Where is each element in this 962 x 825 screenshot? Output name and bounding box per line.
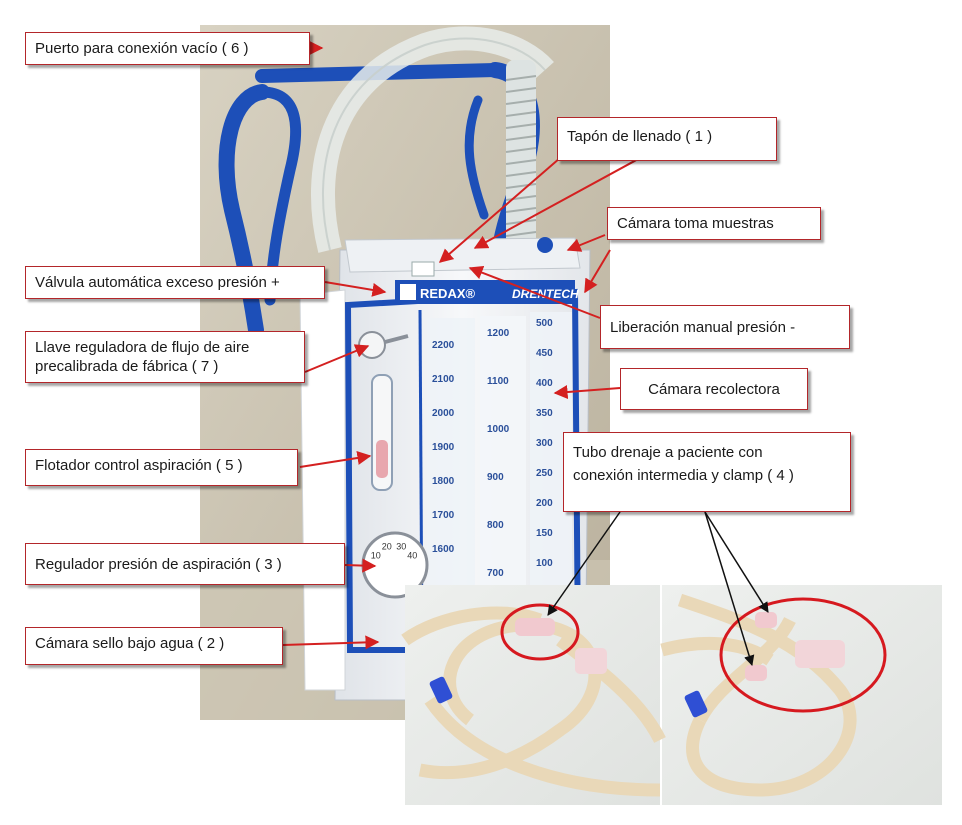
- scale-column-middle: [480, 316, 526, 588]
- label-filling-cap: Tapón de llenado ( 1 ): [557, 117, 777, 161]
- scale-label: 100: [536, 558, 553, 569]
- scale-label: 1800: [432, 476, 455, 487]
- label-manual-release: Liberación manual presión -: [600, 305, 850, 349]
- scale-label: 200: [536, 498, 553, 509]
- intermediate-connection-left: [515, 618, 555, 636]
- black-pointer-arrows: [547, 511, 769, 667]
- sampling-port: [537, 237, 553, 253]
- scale-label: 500: [536, 318, 553, 329]
- label-flow-key: Llave reguladora de flujo de aire precal…: [25, 331, 305, 383]
- pointer-arrows: [282, 41, 641, 650]
- scale-label: 250: [536, 468, 553, 479]
- label-collection-chamber: Cámara recolectora: [620, 368, 808, 410]
- dial-number: 40: [407, 551, 417, 561]
- label-drain-tube-line1: Tubo drenaje a paciente con: [573, 444, 763, 461]
- dial-number: 10: [371, 551, 381, 561]
- clamp-left: [575, 648, 607, 674]
- flow-key-knob: [358, 331, 386, 359]
- scale-label: 1200: [487, 328, 510, 339]
- brand-text: REDAX®: [420, 286, 476, 301]
- label-auto-valve: Válvula automática exceso presión +: [25, 266, 325, 299]
- scale-label: 450: [536, 348, 553, 359]
- drain-tube-right: [677, 593, 857, 797]
- model-text: DRENTECH: [512, 287, 579, 301]
- scale-label: 400: [536, 378, 553, 389]
- clamp-right: [795, 640, 845, 668]
- label-water-seal: Cámara sello bajo agua ( 2 ): [25, 627, 283, 665]
- scale-label: 800: [487, 520, 504, 531]
- scale-label: 900: [487, 472, 504, 483]
- scale-label: 1100: [487, 376, 509, 387]
- scale-label: 1700: [432, 510, 455, 521]
- tube-cap-left: [429, 676, 453, 704]
- label-drain-tube: Tubo drenaje a paciente con conexión int…: [563, 432, 851, 512]
- scale-label: 1600: [432, 544, 455, 555]
- scale-label: 2000: [432, 408, 455, 419]
- label-drain-tube-line2: conexión intermedia y clamp ( 4 ): [573, 467, 794, 484]
- scale-middle-labels: 1200 1100 1000 900 800 700: [487, 328, 510, 579]
- dial-number: 30: [396, 541, 406, 551]
- highlight-circle-left: [500, 603, 580, 661]
- brand-band: [395, 280, 575, 304]
- scale-label: 1900: [432, 442, 455, 453]
- scale-label: 1000: [487, 424, 510, 435]
- label-pressure-regulator: Regulador presión de aspiración ( 3 ): [25, 543, 345, 585]
- scale-label: 2100: [432, 374, 455, 385]
- scale-label: 2200: [432, 340, 455, 351]
- label-float-control: Flotador control aspiración ( 5 ): [25, 449, 298, 486]
- scale-right-labels: 500 450 400 350 300 250 200 150 100: [536, 318, 553, 569]
- scale-label: 700: [487, 568, 504, 579]
- scale-left-labels: 2200 2100 2000 1900 1800 1700 1600: [432, 340, 455, 555]
- intermediate-connection-right: [755, 612, 777, 628]
- scale-column-left: [427, 318, 475, 588]
- highlight-circle-right: [719, 597, 887, 713]
- inset-photo-right: [662, 585, 942, 805]
- corrugated-tube: [506, 60, 536, 250]
- scale-label: 150: [536, 528, 553, 539]
- label-vacuum-port: Puerto para conexión vacío ( 6 ): [25, 32, 310, 65]
- scale-label: 300: [536, 438, 553, 449]
- scale-label: 350: [536, 408, 553, 419]
- label-flow-key-line1: Llave reguladora de flujo de aire: [35, 339, 250, 356]
- label-sampling-chamber: Cámara toma muestras: [607, 207, 821, 240]
- float-indicator: [376, 440, 388, 478]
- tube-cap-right: [684, 690, 708, 718]
- dial-number: 20: [382, 541, 392, 551]
- label-flow-key-line2: precalibrada de fábrica ( 7 ): [35, 358, 219, 375]
